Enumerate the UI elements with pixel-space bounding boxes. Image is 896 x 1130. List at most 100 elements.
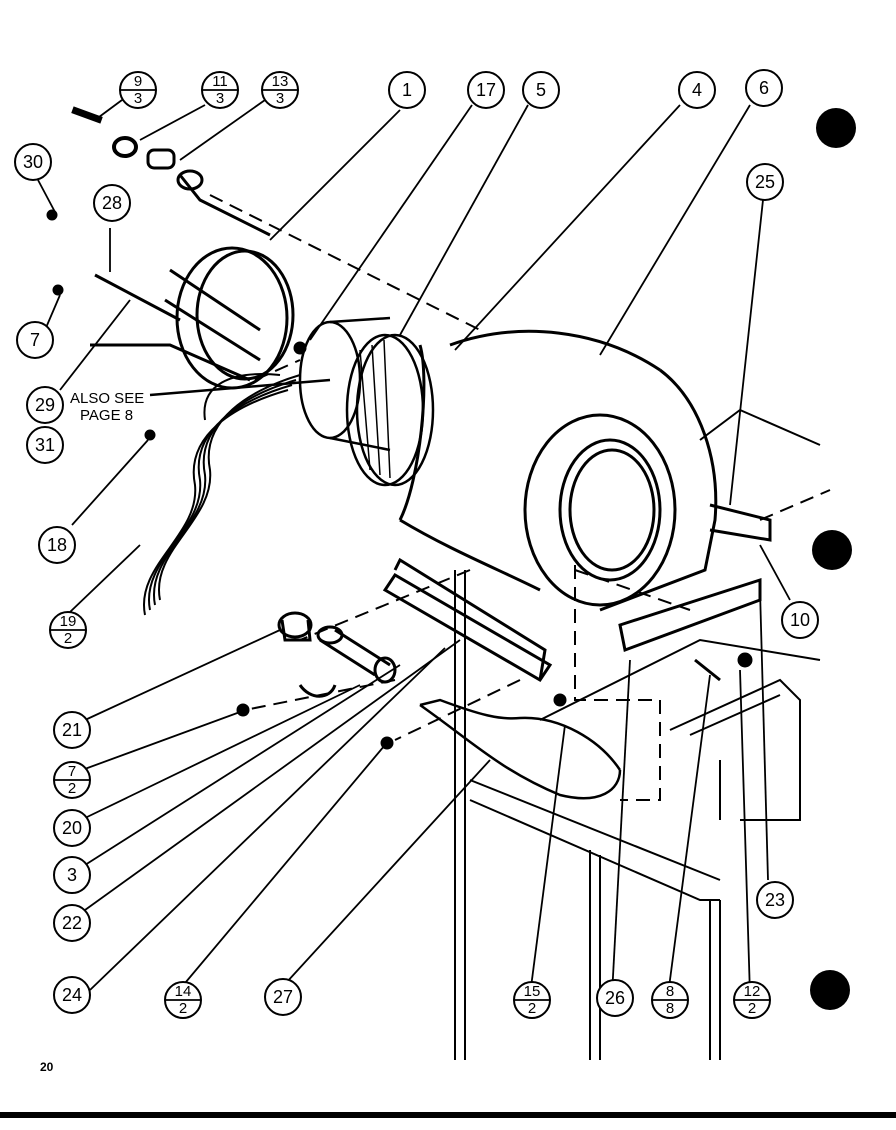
callout-5: 5 bbox=[522, 71, 560, 109]
callout-label: 5 bbox=[536, 80, 546, 100]
callout-circle bbox=[53, 711, 91, 749]
callout-23: 23 bbox=[756, 881, 794, 919]
callout-circle bbox=[26, 386, 64, 424]
callout-denominator: 2 bbox=[179, 1000, 187, 1017]
binder-holes bbox=[810, 108, 856, 1010]
drain-trough bbox=[419, 698, 622, 800]
callout-circle bbox=[522, 71, 560, 109]
callout-label: 26 bbox=[605, 988, 625, 1008]
callout-label: 28 bbox=[102, 193, 122, 213]
callout-14: 142 bbox=[164, 981, 202, 1019]
callout-circle bbox=[745, 69, 783, 107]
callout-label: 23 bbox=[765, 890, 785, 910]
callout-circle bbox=[53, 856, 91, 894]
callout-circle bbox=[264, 978, 302, 1016]
page-number: 20 bbox=[40, 1060, 54, 1074]
callout-11: 113 bbox=[201, 71, 239, 109]
callout-label: 30 bbox=[23, 152, 43, 172]
note-line1: ALSO SEE bbox=[70, 390, 144, 407]
callout-circle bbox=[93, 184, 131, 222]
callout-circle bbox=[746, 163, 784, 201]
note-line2: PAGE 8 bbox=[80, 407, 133, 424]
callout-label: 29 bbox=[35, 395, 55, 415]
callout-label: 10 bbox=[790, 610, 810, 630]
callout-numerator: 12 bbox=[744, 983, 761, 1000]
callout-label: 3 bbox=[67, 865, 77, 885]
hardware-parts bbox=[46, 106, 307, 441]
callout-circle bbox=[38, 526, 76, 564]
callout-19: 192 bbox=[49, 611, 87, 649]
callout-circle bbox=[388, 71, 426, 109]
callout-label: 20 bbox=[62, 818, 82, 838]
callout-17: 17 bbox=[467, 71, 505, 109]
callout-15: 152 bbox=[513, 981, 551, 1019]
callout-denominator: 3 bbox=[134, 90, 142, 107]
callout-circle bbox=[26, 426, 64, 464]
callout-label: 21 bbox=[62, 720, 82, 740]
callout-numerator: 19 bbox=[60, 613, 77, 630]
callout-denominator: 2 bbox=[748, 1000, 756, 1017]
callout-26: 26 bbox=[596, 979, 634, 1017]
callout-circle bbox=[781, 601, 819, 639]
callout-3: 3 bbox=[53, 856, 91, 894]
callout-denominator: 2 bbox=[528, 1000, 536, 1017]
callout-label: 18 bbox=[47, 535, 67, 555]
callout-numerator: 8 bbox=[666, 983, 674, 1000]
callout-22: 22 bbox=[53, 904, 91, 942]
callout-8: 88 bbox=[651, 981, 689, 1019]
callout-10: 10 bbox=[781, 601, 819, 639]
callout-20: 20 bbox=[53, 809, 91, 847]
callout-circle bbox=[16, 321, 54, 359]
callout-label: 27 bbox=[273, 987, 293, 1007]
callout-denominator: 2 bbox=[68, 780, 76, 797]
blower-housing bbox=[398, 329, 718, 612]
cabinet-frame bbox=[454, 408, 821, 1060]
callout-label: 22 bbox=[62, 913, 82, 933]
callout-13: 133 bbox=[261, 71, 299, 109]
callout-24: 24 bbox=[53, 976, 91, 1014]
callout-25: 25 bbox=[746, 163, 784, 201]
callout-denominator: 3 bbox=[216, 90, 224, 107]
callout-7: 7 bbox=[16, 321, 54, 359]
callout-numerator: 7 bbox=[68, 763, 76, 780]
see-also-note: ALSO SEE PAGE 8 bbox=[70, 390, 144, 424]
callout-28: 28 bbox=[93, 184, 131, 222]
leader-lines bbox=[37, 99, 791, 996]
callout-circle bbox=[53, 809, 91, 847]
callout-21: 21 bbox=[53, 711, 91, 749]
callout-circle bbox=[467, 71, 505, 109]
callout-numerator: 9 bbox=[134, 73, 142, 90]
callout-numerator: 11 bbox=[212, 73, 228, 90]
callout-30: 30 bbox=[14, 143, 52, 181]
callout-29: 29 bbox=[26, 386, 64, 424]
callout-circle bbox=[53, 904, 91, 942]
callout-denominator: 8 bbox=[666, 1000, 674, 1017]
callout-label: 4 bbox=[692, 80, 702, 100]
callout-label: 6 bbox=[759, 78, 769, 98]
callout-circle bbox=[756, 881, 794, 919]
callout-denominator: 2 bbox=[64, 630, 72, 647]
callout-12: 122 bbox=[733, 981, 771, 1019]
callout-circle bbox=[678, 71, 716, 109]
callout-circle bbox=[596, 979, 634, 1017]
callout-numerator: 14 bbox=[175, 983, 192, 1000]
callout-numerator: 15 bbox=[524, 983, 541, 1000]
callout-4: 4 bbox=[678, 71, 716, 109]
callout-label: 24 bbox=[62, 985, 82, 1005]
callout-label: 7 bbox=[30, 330, 40, 350]
wiring-harness bbox=[142, 373, 301, 616]
callout-circle bbox=[53, 976, 91, 1014]
callout-numerator: 13 bbox=[272, 73, 289, 90]
callout-27: 27 bbox=[264, 978, 302, 1016]
callout-7b: 72 bbox=[53, 761, 91, 799]
callout-label: 17 bbox=[476, 80, 496, 100]
callout-circle bbox=[14, 143, 52, 181]
callout-label: 25 bbox=[755, 172, 775, 192]
callout-31: 31 bbox=[26, 426, 64, 464]
callout-18: 18 bbox=[38, 526, 76, 564]
callout-1: 1 bbox=[388, 71, 426, 109]
callout-label: 31 bbox=[35, 435, 55, 455]
callout-denominator: 3 bbox=[276, 90, 284, 107]
